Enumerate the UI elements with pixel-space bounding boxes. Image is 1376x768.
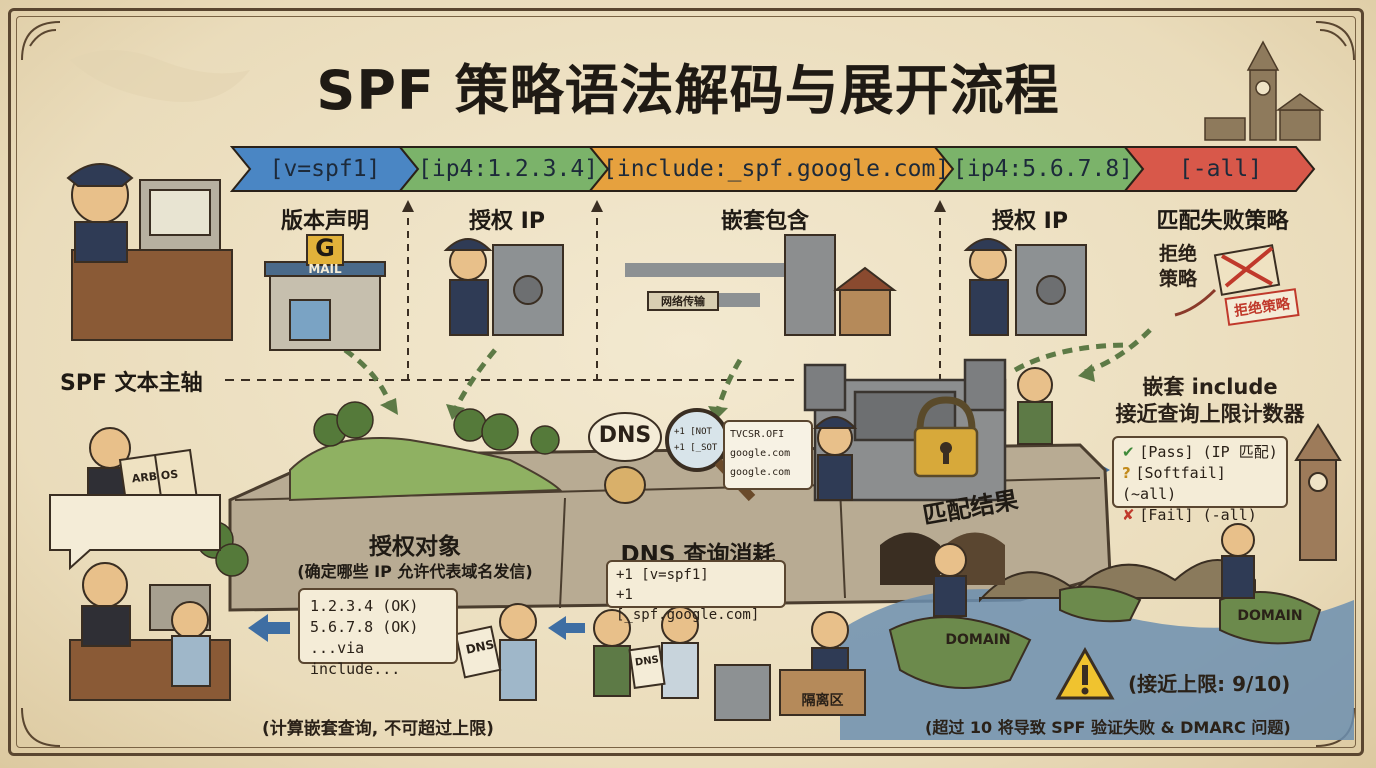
authorized-subtitle: (确定哪些 IP 允许代表域名发信) (297, 562, 533, 581)
counter-title-line1: 嵌套 include (1142, 375, 1278, 399)
inner-frame (16, 16, 1356, 748)
authorized-item-2: ...via include... (310, 639, 401, 678)
dns-card-line-0: TVCSR.OFI (730, 429, 785, 440)
dns-card-left-0: +1 [NOT (674, 427, 712, 437)
label-ip2: 授权 IP (992, 209, 1068, 234)
bottom-left-note: (计算嵌套查询, 不可超过上限) (262, 719, 494, 739)
counter-title: 嵌套 include 接近查询上限计数器 (1095, 374, 1325, 428)
domain-label-0: DOMAIN (945, 632, 1011, 648)
results-card: ✔ [Pass] (IP 匹配) ? [Softfail] (~all) ✘ [… (1112, 436, 1288, 524)
quarantine-label: 隔离区 (801, 693, 844, 709)
page-title: SPF 策略语法解码与展开流程 (316, 59, 1060, 122)
label-version: 版本声明 (280, 209, 369, 234)
reject-label-line1: 拒绝 (1158, 243, 1197, 265)
label-all: 匹配失败策略 (1156, 209, 1289, 234)
cross-icon: ✘ (1122, 506, 1135, 524)
dns-cost-item-1: +1 [_spf.google.com] (616, 587, 760, 623)
dns-card-left-1: +1 [_SOT (674, 443, 718, 453)
axis-label: SPF 文本主轴 (60, 371, 203, 396)
result-row-pass: ✔ [Pass] (IP 匹配) (1122, 442, 1278, 463)
authorized-list-card: 1.2.3.4 (OK) 5.6.7.8 (OK) ...via include… (298, 588, 458, 678)
dns-result-card: TVCSR.OFI google.com google.com (723, 420, 813, 490)
label-include: 嵌套包含 (720, 209, 809, 234)
authorized-item-0: 1.2.3.4 (OK) (310, 597, 419, 615)
dns-cost-card: +1 [v=spf1] +1 [_spf.google.com] (606, 560, 786, 623)
outer-frame (8, 8, 1364, 756)
ribbon-tag-include: [include:_spf.google.com] (603, 156, 950, 182)
warning-icon (1058, 650, 1112, 698)
pipe-sign: 网络传输 (661, 295, 705, 308)
result-text-fail: [Fail] (-all) (1139, 506, 1257, 524)
reject-label: 拒绝 策略 (1148, 242, 1208, 292)
bottom-right-note: (超过 10 将导致 SPF 验证失败 & DMARC 问题) (925, 718, 1291, 737)
dns-bubble-label: DNS (598, 423, 652, 448)
mail-sign: MAIL (308, 262, 342, 276)
ribbon-tag-ip2: [ip4:5.6.7.8] (953, 156, 1134, 182)
near-limit-label: (接近上限: 9/10) (1128, 672, 1291, 696)
result-row-fail: ✘ [Fail] (-all) (1122, 505, 1278, 526)
authorized-item-1: 5.6.7.8 (OK) (310, 618, 419, 636)
dns-card-line-2: google.com (730, 467, 791, 478)
result-row-softfail: ? [Softfail] (~all) (1122, 463, 1278, 505)
label-ip1: 授权 IP (469, 209, 545, 234)
counter-title-line2: 接近查询上限计数器 (1115, 402, 1305, 426)
dns-card-line-1: google.com (730, 448, 791, 459)
ribbon-tag-ip1: [ip4:1.2.3.4] (418, 156, 599, 182)
authorized-title: 授权对象 (369, 534, 461, 560)
question-icon: ? (1122, 464, 1131, 482)
reject-label-line2: 策略 (1158, 268, 1197, 290)
domain-label-1: DOMAIN (1237, 608, 1303, 624)
mail-logo: G (315, 234, 335, 262)
result-text-softfail: [Softfail] (~all) (1122, 464, 1226, 503)
dns-cost-item-0: +1 [v=spf1] (616, 567, 709, 583)
check-icon: ✔ (1122, 443, 1135, 461)
ribbon-tag-version: [v=spf1] (269, 156, 381, 182)
ribbon-tag-all: [-all] (1178, 156, 1263, 182)
ribbon-segment-4 (1122, 146, 1316, 192)
magnifier-text: +1 [NOT +1 [_SOT (674, 424, 717, 456)
result-text-pass: [Pass] (IP 匹配) (1139, 443, 1278, 461)
